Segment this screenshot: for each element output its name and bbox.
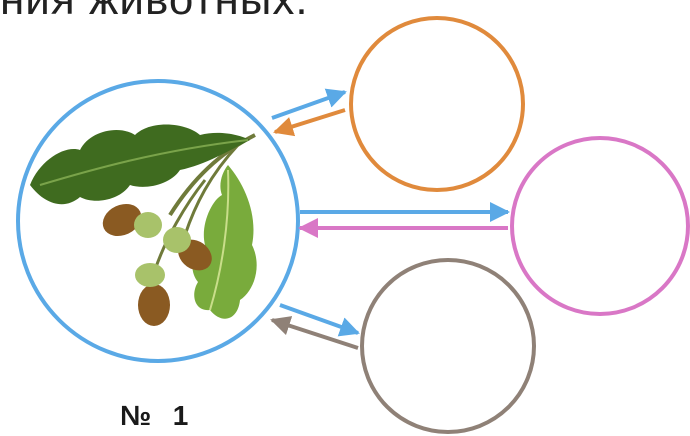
empty-circle-middle <box>512 138 688 314</box>
empty-circle-top <box>351 18 523 190</box>
arrow-from-bottom-circle <box>272 320 358 348</box>
empty-circle-bottom <box>362 260 534 432</box>
arrow-to-bottom-circle <box>280 305 358 333</box>
diagram-caption: № 1 <box>120 400 190 432</box>
